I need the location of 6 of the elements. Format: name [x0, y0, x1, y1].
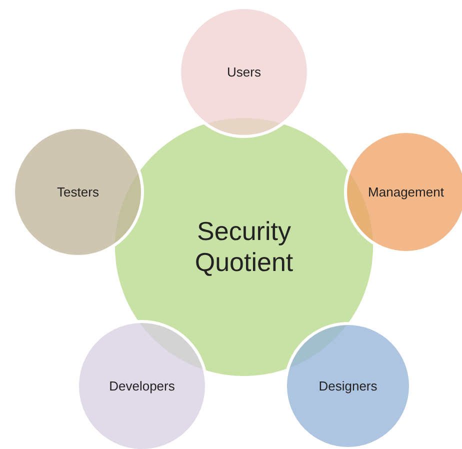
node-label: Developers — [108, 378, 176, 394]
node-label: Testers — [56, 184, 100, 200]
node-label: Designers — [318, 378, 378, 394]
node-label: Users — [226, 64, 262, 80]
node-label: Security Quotient — [194, 216, 294, 278]
node-label: Management — [367, 184, 445, 200]
